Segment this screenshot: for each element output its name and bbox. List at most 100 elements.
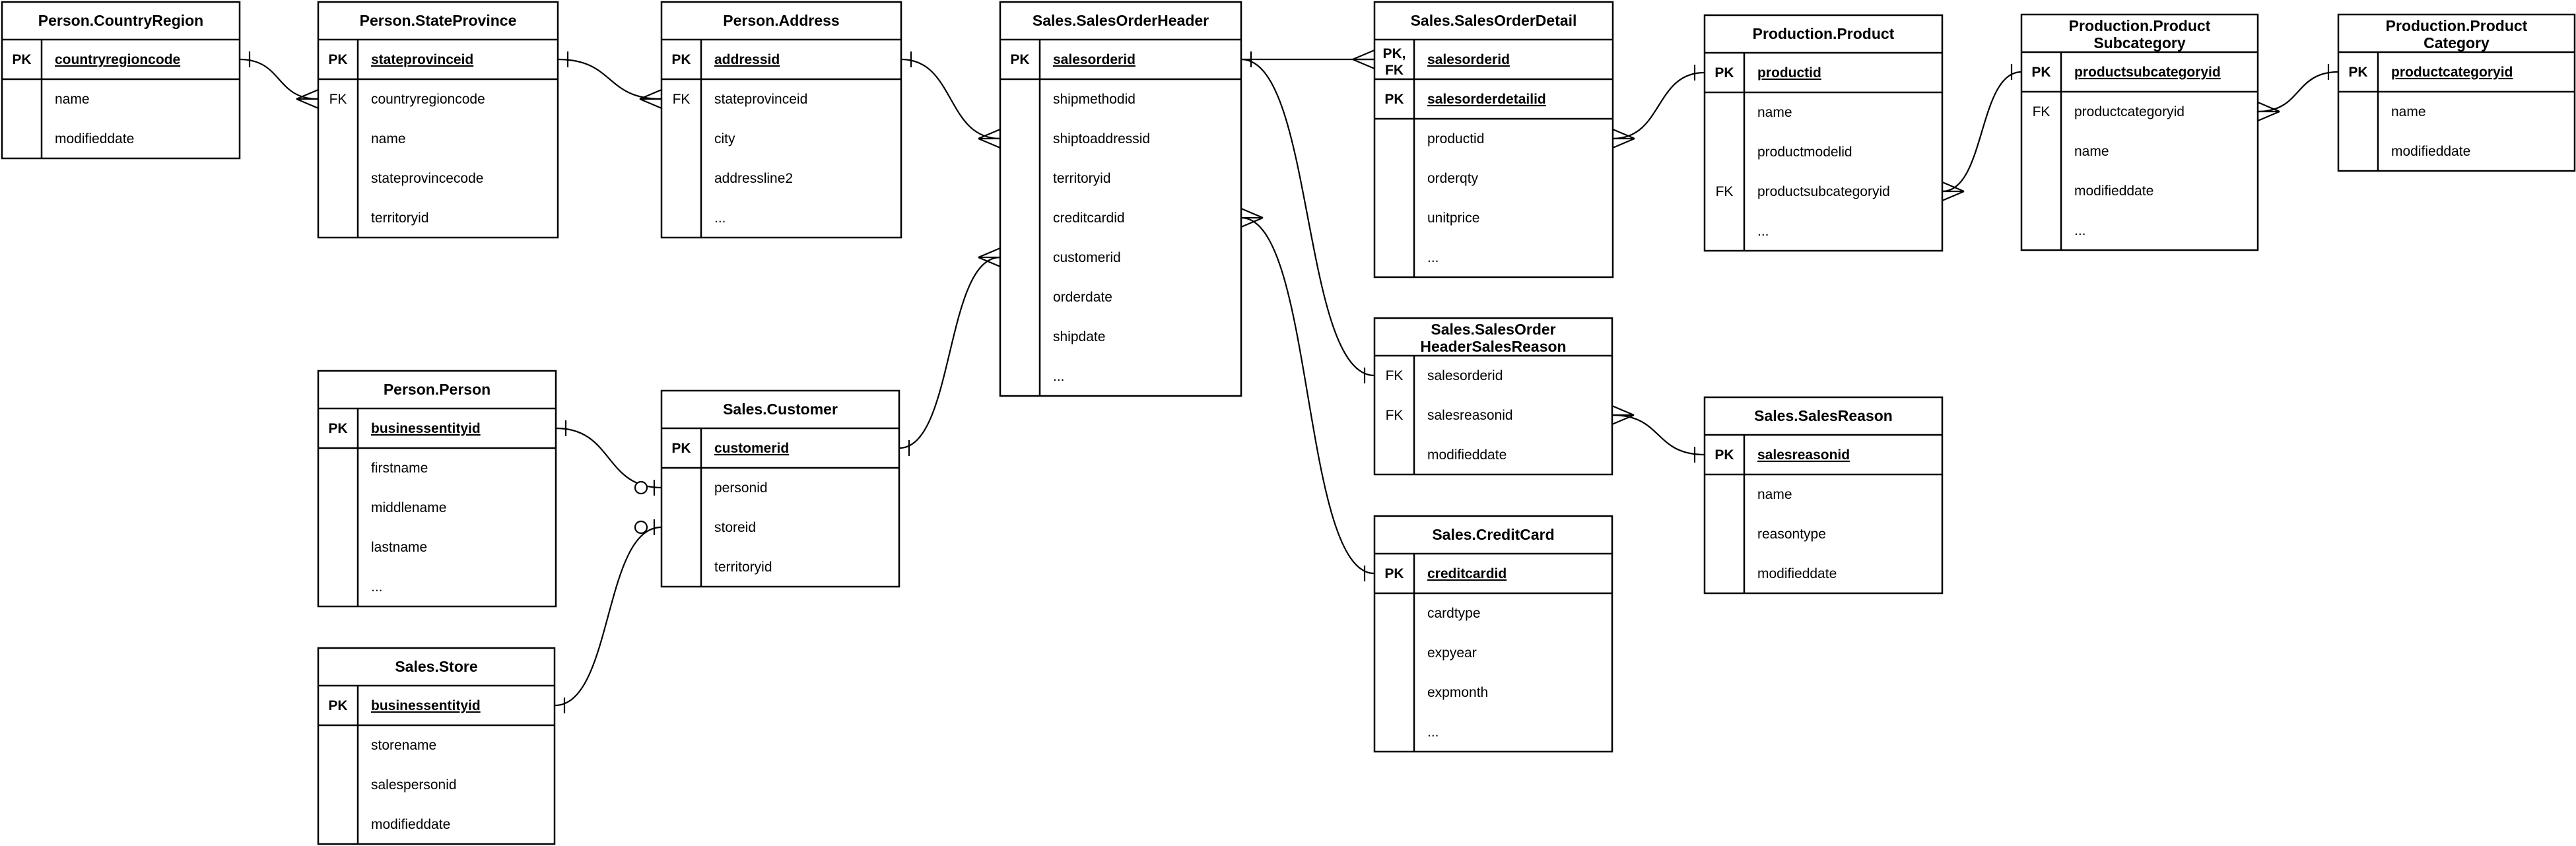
field-label: shipdate [1053,329,1105,344]
field-label: territoryid [1053,171,1111,186]
entity-title: Production.Product [1753,25,1895,42]
crow-foot-many-glyph [1612,128,1635,149]
field-label: countryregioncode [55,52,180,67]
field-label: salesorderid [1053,52,1135,67]
crow-foot-tine [639,88,662,100]
field-label: addressline2 [714,171,793,186]
key-indicator: FK [1386,408,1404,423]
key-indicator: PK [328,52,347,67]
entity-outline [660,1,902,239]
field-label: salesreasonid [1757,447,1850,463]
entity-title: Sales.SalesOrderHeader [1033,12,1209,29]
entity-title: Sales.CreditCard [1432,526,1554,543]
field-label: shipmethodid [1053,92,1135,107]
crow-foot-tine [1942,190,1965,202]
crow-foot-tine [1240,216,1264,228]
crow-foot-tine [2257,101,2280,113]
field-label: expyear [1427,645,1477,661]
relationship-connector [1942,71,2022,193]
key-indicator: FK [1716,184,1734,199]
field-label: cardtype [1427,606,1481,621]
field-label: productid [1427,131,1484,146]
field-label: ... [2074,223,2086,238]
field-label: productmodelid [1757,145,1852,160]
field-label: storename [371,738,436,753]
relationship-connector [1611,414,1705,456]
field-label: shiptoaddressid [1053,131,1150,146]
crow-foot-tine [978,256,1001,268]
field-label: ... [371,579,383,595]
field-label: name [1757,487,1792,502]
crow-foot-tine [1942,181,1965,193]
entity-outline [317,1,559,239]
crow-foot-tine [978,128,1001,140]
field-label: stateprovinceid [714,92,807,107]
relationship-connector [1240,58,1375,377]
field-label: ... [714,211,726,226]
zero-circle [634,520,648,535]
crow-foot-many-glyph [2257,101,2280,122]
field-label: modifieddate [1757,566,1837,581]
field-label: ... [1427,725,1439,740]
relationship-connector [239,58,319,100]
entity-outline [1703,14,1944,252]
key-indicator: FK [329,92,347,107]
crow-foot-many-glyph [978,128,1001,149]
key-indicator: PK [328,698,347,713]
crow-foot-many-glyph [1240,207,1264,228]
zero-circle [634,480,648,495]
field-label: ... [1427,250,1439,265]
crow-foot-tine [639,98,662,110]
entity-title: Sales.SalesReason [1754,407,1893,424]
relationship-connector [1612,71,1705,140]
field-label: lastname [371,540,427,555]
entity-title: Sales.SalesOrderDetail [1411,12,1577,29]
relationship-connector [557,58,662,100]
field-label: businessentityid [371,421,481,436]
field-label: salesorderdetailid [1427,92,1546,107]
field-label: modifieddate [1427,447,1507,463]
field-label: name [2074,144,2109,159]
field-label: salesorderid [1427,368,1503,383]
field-label: middlename [371,500,446,515]
relationship-connector [2257,71,2339,113]
entity-outline [660,389,900,588]
field-label: reasontype [1757,527,1826,542]
field-label: modifieddate [2074,183,2153,199]
crow-foot-tine [296,88,319,100]
field-label: orderdate [1053,290,1112,305]
field-label: unitprice [1427,211,1479,226]
entity-outline [1373,515,1613,753]
entity-outline [1373,1,1614,278]
key-indicator: FK [1386,368,1404,383]
cardinality-zero-or-one-glyph [634,480,656,496]
field-label: salesreasonid [1427,408,1513,423]
relationship-connector [1240,216,1375,575]
crow-foot-tine [1612,137,1635,149]
key-indicator: PK [671,441,691,456]
key-indicator: FK [2033,104,2051,119]
field-label: productid [1757,65,1821,81]
field-label: firstname [371,461,428,476]
field-label: productcategoryid [2074,104,2185,119]
key-indicator: PK,FK [1382,46,1406,78]
field-label: addressid [714,52,780,67]
crow-foot-many-glyph [639,88,662,110]
field-label: ... [1757,224,1769,239]
crow-foot-tine [978,247,1001,259]
crow-foot-tine [1611,414,1635,426]
crow-foot-tine [1611,405,1635,416]
